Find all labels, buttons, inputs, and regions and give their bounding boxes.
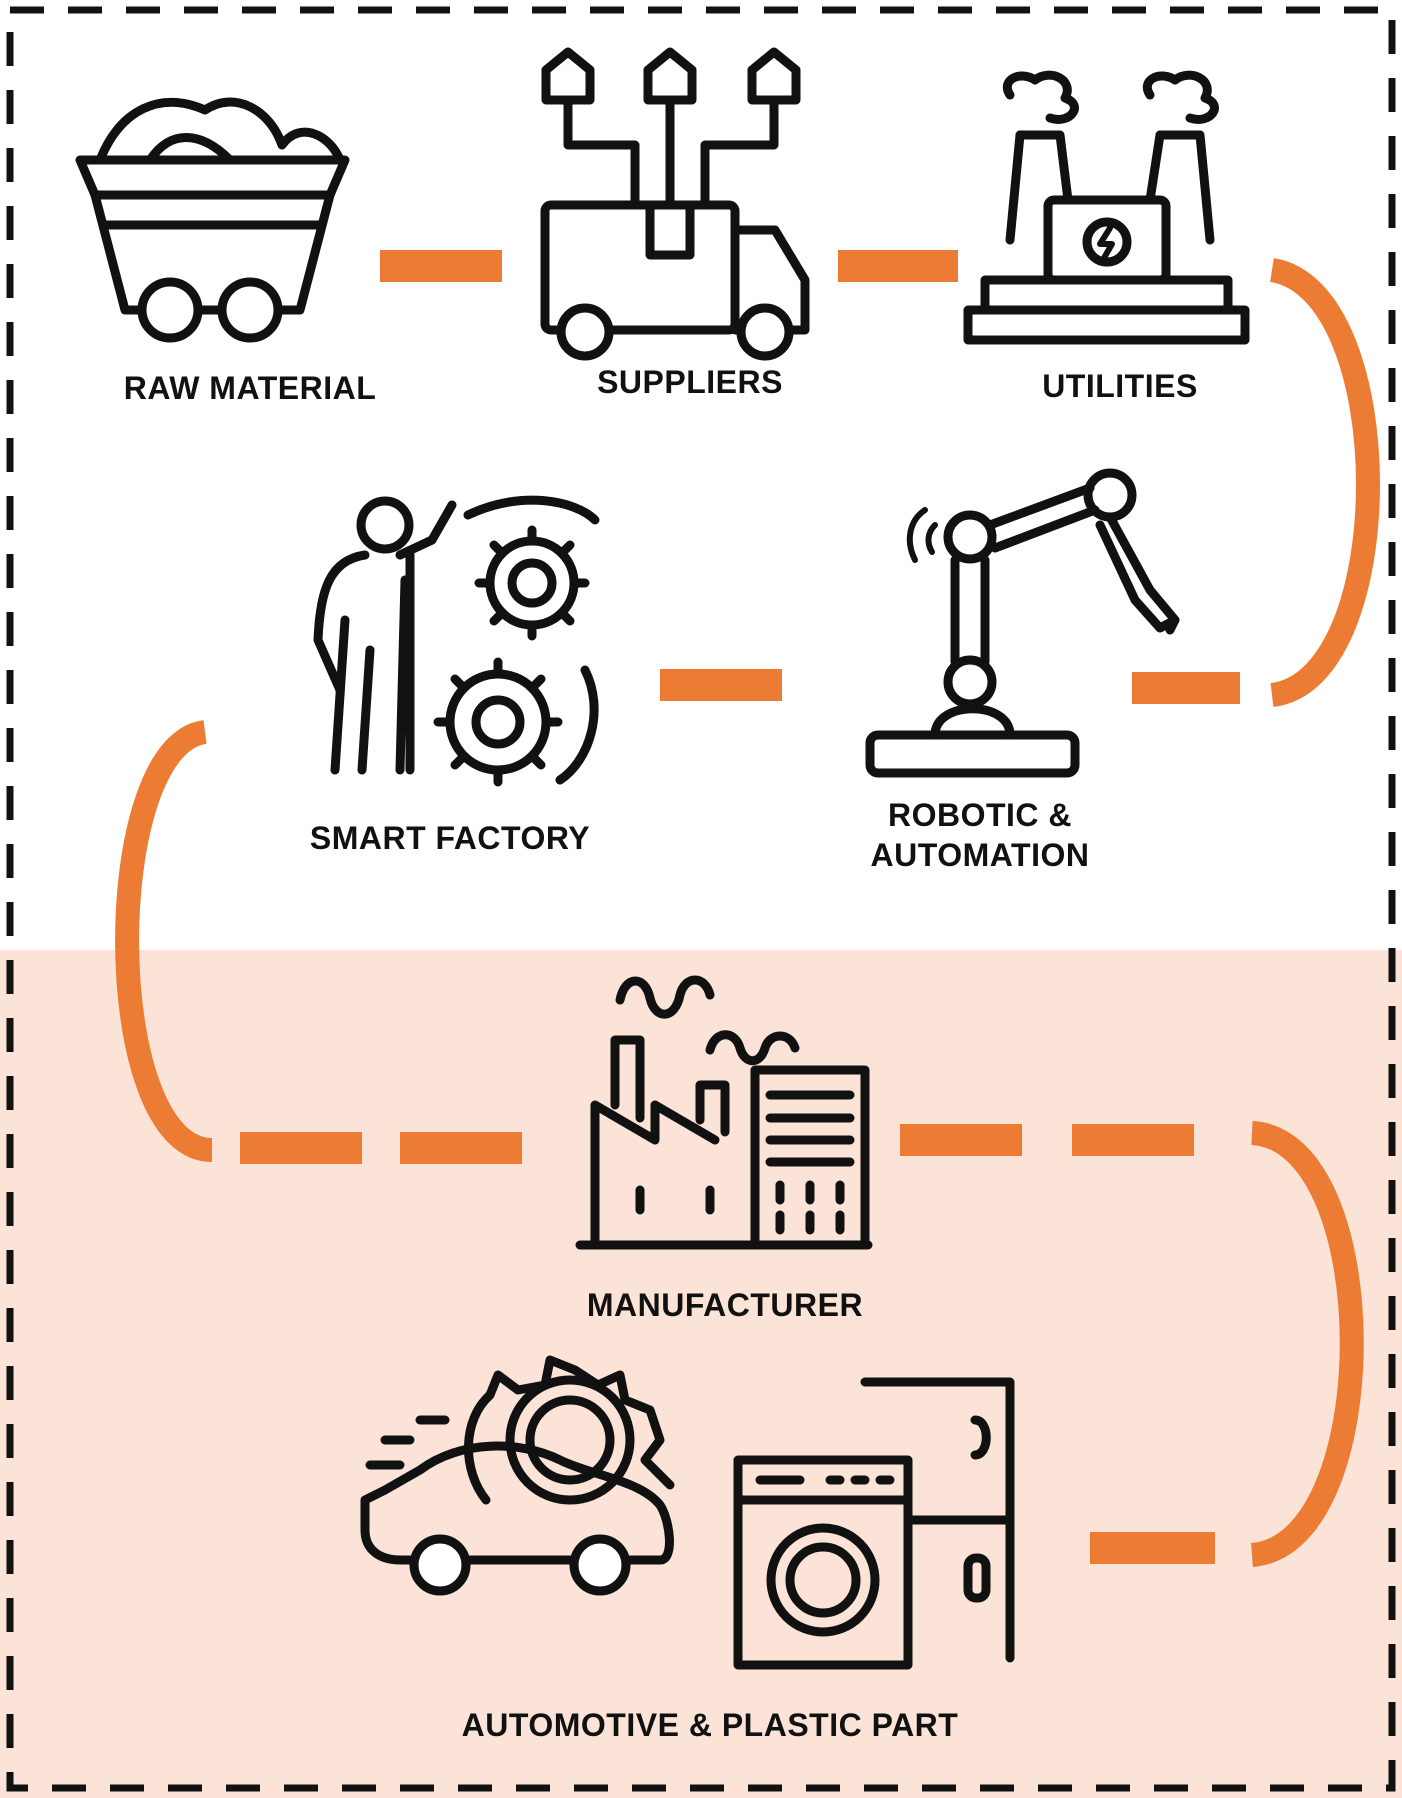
- delivery-truck-icon: [540, 47, 810, 361]
- dashed-border: [6, 6, 1396, 1792]
- power-plant-icon: [963, 70, 1250, 345]
- connector-smart-manufacturer-arc: [115, 720, 214, 1162]
- label-utilities: UTILITIES: [1042, 368, 1198, 404]
- label-suppliers: SUPPLIERS: [597, 364, 783, 400]
- label-manufacturer: MANUFACTURER: [586, 1287, 864, 1323]
- label-robotic-line1: ROBOTIC &: [887, 797, 1073, 833]
- connector-lines: [115, 250, 1380, 1567]
- connector-utilities-robotic-arc: [1269, 258, 1380, 707]
- worker-gears-icon: [313, 495, 600, 787]
- robot-arm-icon: [865, 468, 1180, 778]
- lower-band: [0, 950, 1402, 1798]
- label-smart-factory: SMART FACTORY: [309, 820, 591, 856]
- label-automotive-plastic: AUTOMOTIVE & PLASTIC PART: [461, 1707, 959, 1743]
- label-raw-material: RAW MATERIAL: [123, 370, 377, 406]
- factory-icon: [575, 975, 873, 1250]
- connector-manufacturer-automotive-arc: [1250, 1121, 1364, 1567]
- car-appliances-icon: [360, 1355, 1015, 1670]
- mine-cart-icon: [75, 97, 350, 343]
- label-robotic-line2: AUTOMATION: [870, 837, 1090, 873]
